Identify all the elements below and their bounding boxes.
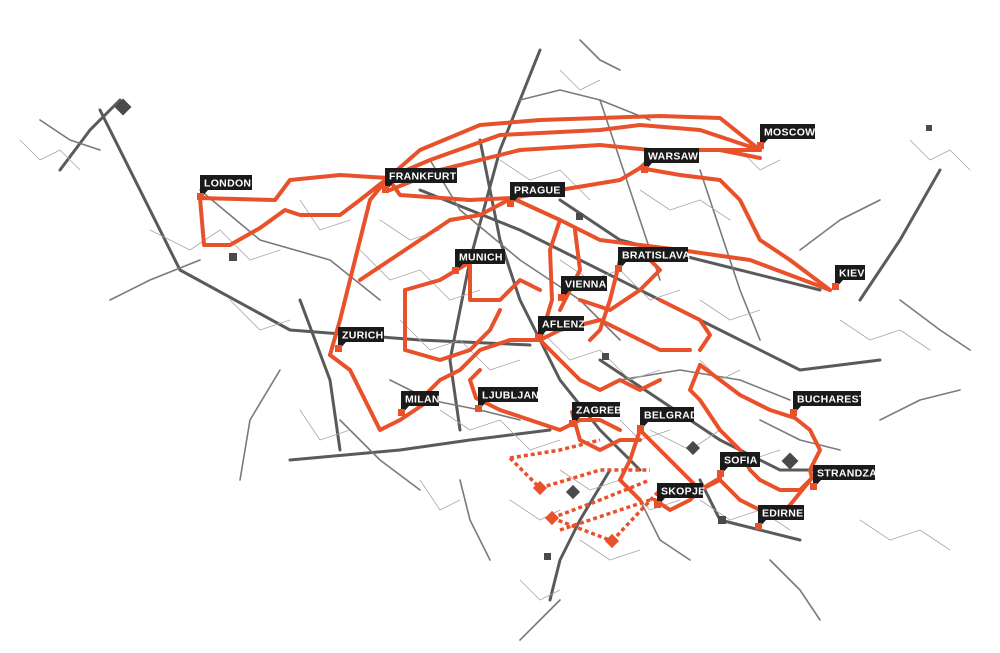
city-label-vienna: VIENNA [558, 276, 607, 301]
city-name: STRANDZA [817, 468, 877, 480]
city-label-box [640, 407, 694, 422]
city-label-box [478, 387, 538, 402]
city-label-sofia: SOFIA [717, 452, 760, 477]
city-marker [197, 193, 204, 200]
city-name: LONDON [204, 178, 251, 190]
city-marker [615, 265, 622, 272]
city-name: EDIRNE [762, 508, 803, 520]
city-label-zagreb: ZAGREB [569, 402, 622, 427]
city-label-box [455, 249, 505, 264]
city-name: BUCHAREST [797, 394, 866, 406]
city-name: ZAGREB [576, 405, 622, 417]
city-label-box [401, 391, 439, 406]
city-label-box [835, 265, 865, 280]
city-marker [535, 334, 542, 341]
city-label-box [657, 483, 703, 498]
city-labels: LONDON FRANKFURT PRAGUE WARSAW MOSCOW KIEV MUN… [197, 124, 877, 530]
city-marker [475, 405, 482, 412]
city-label-box [793, 391, 861, 406]
city-label-moscow: MOSCOW [757, 124, 815, 149]
city-label-box [510, 182, 565, 197]
city-name: VIENNA [565, 279, 607, 291]
city-label-munich: MUNICH [452, 249, 505, 274]
city-name: BELGRAD [644, 410, 698, 422]
city-label-strandza: STRANDZA [810, 465, 877, 490]
city-name: SOFIA [724, 455, 758, 467]
city-marker [717, 470, 724, 477]
city-label-kiev: KIEV [832, 265, 865, 290]
city-label-milan: MILAN [398, 391, 440, 416]
city-marker [507, 200, 514, 207]
city-name: WARSAW [648, 151, 698, 163]
city-label-box [385, 168, 457, 183]
city-marker [637, 425, 644, 432]
city-label-warsaw: WARSAW [641, 148, 699, 173]
city-marker [558, 294, 565, 301]
city-label-box [200, 175, 252, 190]
city-label-box [538, 316, 584, 331]
city-marker [382, 186, 389, 193]
city-label-zurich: ZURICH [335, 327, 384, 352]
city-label-prague: PRAGUE [507, 182, 565, 207]
city-name: MUNICH [459, 252, 503, 264]
city-label-box [758, 505, 804, 520]
city-label-ljubljana: LJUBLJANA [475, 387, 547, 412]
city-label-box [338, 327, 384, 342]
city-marker [654, 501, 661, 508]
city-marker [832, 283, 839, 290]
city-name: BRATISLAVA [622, 250, 690, 262]
city-name: SKOPJE [661, 486, 705, 498]
city-name: KIEV [839, 268, 865, 280]
route-endpoints [532, 480, 620, 549]
city-label-box [644, 148, 699, 163]
city-label-box [561, 276, 607, 291]
city-label-skopje: SKOPJE [654, 483, 705, 508]
city-name: AFLENZ [542, 319, 585, 331]
city-label-box [618, 247, 688, 262]
city-marker [569, 420, 576, 427]
city-label-aflenz: AFLENZ [535, 316, 585, 341]
city-marker [755, 523, 762, 530]
city-label-box [760, 124, 815, 139]
city-label-box [572, 402, 620, 417]
city-label-london: LONDON [197, 175, 252, 200]
city-label-box [813, 465, 875, 480]
city-label-frankfurt: FRANKFURT [382, 168, 457, 193]
city-name: PRAGUE [514, 185, 561, 197]
city-name: ZURICH [342, 330, 383, 342]
city-marker [757, 142, 764, 149]
city-label-bratislava: BRATISLAVA [615, 247, 690, 272]
dotted-route-network [508, 438, 662, 543]
city-name: FRANKFURT [389, 171, 457, 183]
city-name: LJUBLJANA [482, 390, 547, 402]
city-marker [641, 166, 648, 173]
city-marker [452, 267, 459, 274]
city-name: MILAN [405, 394, 440, 406]
city-label-edirne: EDIRNE [755, 505, 804, 530]
city-label-belgrad: BELGRAD [637, 407, 698, 432]
city-marker [398, 409, 405, 416]
city-marker [810, 483, 817, 490]
city-name: MOSCOW [764, 127, 815, 139]
city-marker [335, 345, 342, 352]
city-marker [790, 409, 797, 416]
city-label-box [720, 452, 760, 467]
city-label-bucharest: BUCHAREST [790, 391, 866, 416]
